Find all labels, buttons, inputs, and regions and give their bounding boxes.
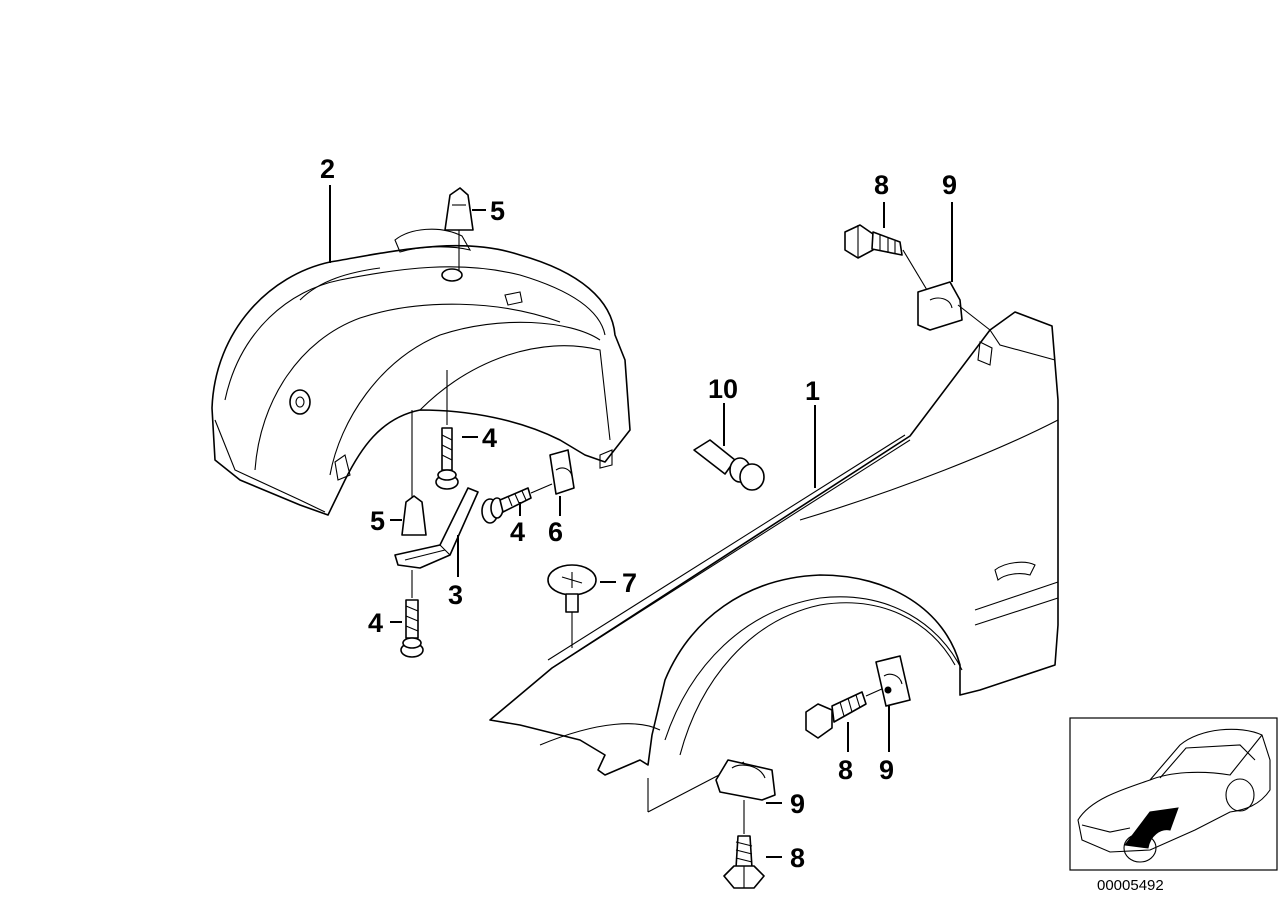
car-outline [1077,728,1271,863]
callout-screw-mid: 4 [482,423,497,453]
expanding-rivet-bottom [401,410,427,536]
nut-right [875,655,911,707]
callout-expanding-rivet-top: 5 [490,196,505,226]
body-screw [547,564,597,648]
callout-nut-right: 9 [879,755,894,785]
callout-expanding-rivet-bottom: 5 [370,506,385,536]
bolt-top [844,224,931,296]
screw-horizontal [481,483,553,524]
callout-nut-bottom: 9 [790,789,805,819]
nut-top [917,281,991,331]
callout-bolt-right: 8 [838,755,853,785]
callout-body-screw: 7 [622,568,637,598]
fender [489,311,1059,776]
expanding-rivet-top [444,187,474,270]
callout-bolt-top: 8 [874,170,889,200]
screw-lower [400,570,424,658]
callout-clip-nut: 6 [548,517,563,547]
locator-thumbnail [1069,717,1278,871]
nut-bottom [715,759,776,834]
wheel-arch-liner [211,228,631,516]
pin [693,439,765,491]
callout-bracket: 3 [448,580,463,610]
bolt-right [805,687,885,739]
callout-nut-top: 9 [942,170,957,200]
callout-fender: 1 [805,376,820,406]
bolt-bottom [723,835,765,889]
callout-bolt-bottom: 8 [790,843,805,873]
bracket [394,487,479,569]
screw-mid [435,370,459,490]
diagram-ref-number: 00005492 [1097,877,1164,894]
callout-screw-lower: 4 [368,608,383,638]
callout-pin: 10 [708,374,738,404]
callout-screw-upper: 4 [510,517,525,547]
fender-highlight [1124,807,1179,849]
clip-nut [549,449,575,495]
callout-wheel-arch-liner: 2 [320,154,335,184]
